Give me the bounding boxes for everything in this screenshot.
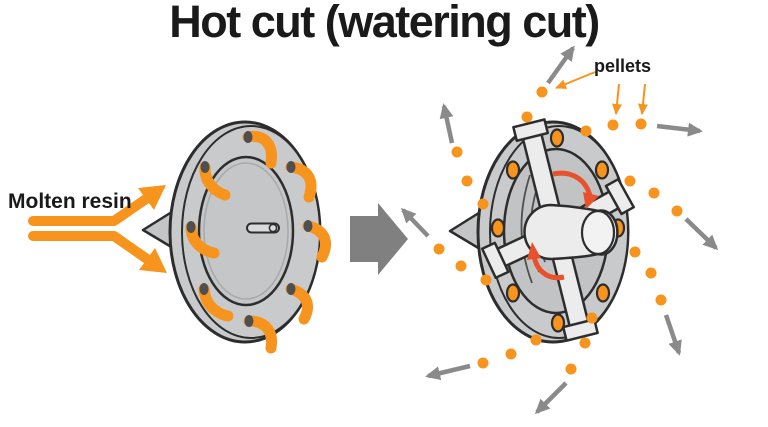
pellet-dot (521, 111, 533, 123)
scatter-arrow (656, 122, 703, 137)
pellet-dot (455, 260, 467, 272)
page-title: Hot cut (watering cut) (169, 0, 600, 47)
pellet-pointer-arrow (555, 71, 596, 89)
pellet-dot (580, 125, 592, 137)
pellets-label: pellets (594, 56, 652, 76)
pellet-dot (607, 119, 619, 131)
pellet-dot (648, 187, 660, 199)
pellet-dot (624, 175, 636, 187)
right-die-plate (476, 118, 635, 344)
pellet-dot (530, 334, 542, 346)
pellet-dot (645, 267, 657, 279)
pellet-dot (505, 348, 517, 360)
scatter-arrow (439, 103, 455, 144)
pellets-group (433, 86, 683, 375)
center-slot (246, 222, 280, 234)
pellet-dot (586, 312, 598, 324)
molten-resin-label: Molten resin (8, 190, 132, 213)
pellet-dot (433, 243, 445, 255)
pellet-dot (579, 337, 591, 349)
process-arrow (350, 203, 408, 275)
pellet-pointer-arrow (638, 83, 648, 115)
scatter-arrow (534, 381, 568, 415)
pellet-dot (565, 363, 577, 375)
pellet-dot (655, 294, 667, 306)
cutter-hub (523, 203, 619, 261)
pellet-dot (635, 118, 647, 130)
scatter-arrow (546, 45, 575, 85)
pellet-dot (451, 146, 463, 158)
pellet-pointer-arrows (555, 71, 648, 115)
pellet-dot (461, 175, 473, 187)
right-die-assembly (400, 45, 719, 415)
die-holes (186, 131, 313, 327)
scatter-arrows-group (400, 45, 719, 415)
scatter-arrow (684, 217, 719, 251)
left-die-assembly (28, 120, 331, 354)
pellet-dot (671, 205, 683, 217)
pellet-dot (536, 86, 548, 98)
scatter-arrow (663, 314, 682, 356)
rotation-arrow-top (552, 170, 599, 209)
molten-resin-arrow (28, 185, 167, 273)
scatter-arrow (400, 207, 430, 238)
pellet-dot (477, 357, 489, 369)
scatter-arrow (425, 363, 471, 381)
pellet-pointer-arrow (612, 83, 622, 115)
rotation-arrow-bottom (527, 242, 565, 281)
pellet-dot (477, 198, 489, 210)
pellet-dot (480, 274, 492, 286)
pellet-dot (629, 246, 641, 258)
